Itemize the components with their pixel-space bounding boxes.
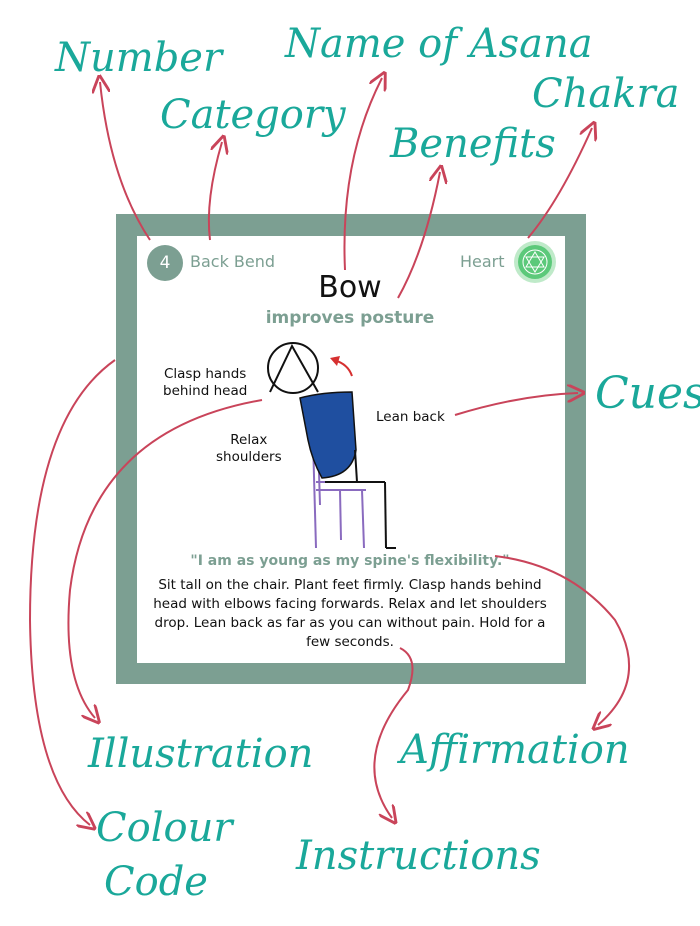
arrow-category [207, 142, 222, 241]
arrow-affirmation [494, 555, 631, 725]
arrow-number [100, 82, 151, 241]
annotation-number: Number [55, 35, 223, 81]
annotation-chakra: Chakra [532, 71, 680, 117]
annotation-illustration: Illustration [88, 731, 314, 777]
pose-number-badge: 4 [147, 245, 183, 281]
pose-category: Back Bend [190, 252, 276, 271]
instructions-text: Sit tall on the chair. Plant feet firmly… [153, 577, 547, 650]
arrow-colour-code [28, 359, 116, 825]
annotation-instructions: Instructions [296, 833, 541, 879]
cue-relax-shoulders: Relax shoulders [216, 432, 282, 465]
annotation-code: Code [104, 859, 208, 905]
figure-arms [269, 343, 319, 393]
annotation-colour: Colour [96, 805, 233, 851]
annotation-affirmation: Affirmation [400, 727, 630, 773]
benefit-text: improves posture [265, 308, 435, 328]
arrow-instructions [373, 647, 414, 818]
arrow-cues [454, 393, 578, 416]
figure-torso [299, 391, 357, 479]
cue-clasp-hands: Clasp hands behind head [163, 366, 248, 399]
affirmation-text: "I am as young as my spine's flexibility… [190, 553, 510, 569]
arrow-name [343, 78, 382, 271]
figure-legs [325, 449, 396, 549]
heart-chakra-icon [514, 241, 556, 283]
chakra-label: Heart [460, 252, 505, 271]
figure-head [267, 342, 319, 394]
arrow-chakra [527, 128, 592, 239]
annotation-category: Category [160, 92, 346, 138]
arrow-illustration [67, 399, 263, 718]
arrow-benefits [397, 172, 440, 299]
cue-lean-back: Lean back [376, 409, 445, 425]
annotation-benefits: Benefits [390, 121, 556, 167]
asana-name: Bow [318, 270, 382, 305]
annotation-cues: Cues [595, 368, 700, 419]
annotation-name-of-asana: Name of Asana [285, 21, 593, 67]
